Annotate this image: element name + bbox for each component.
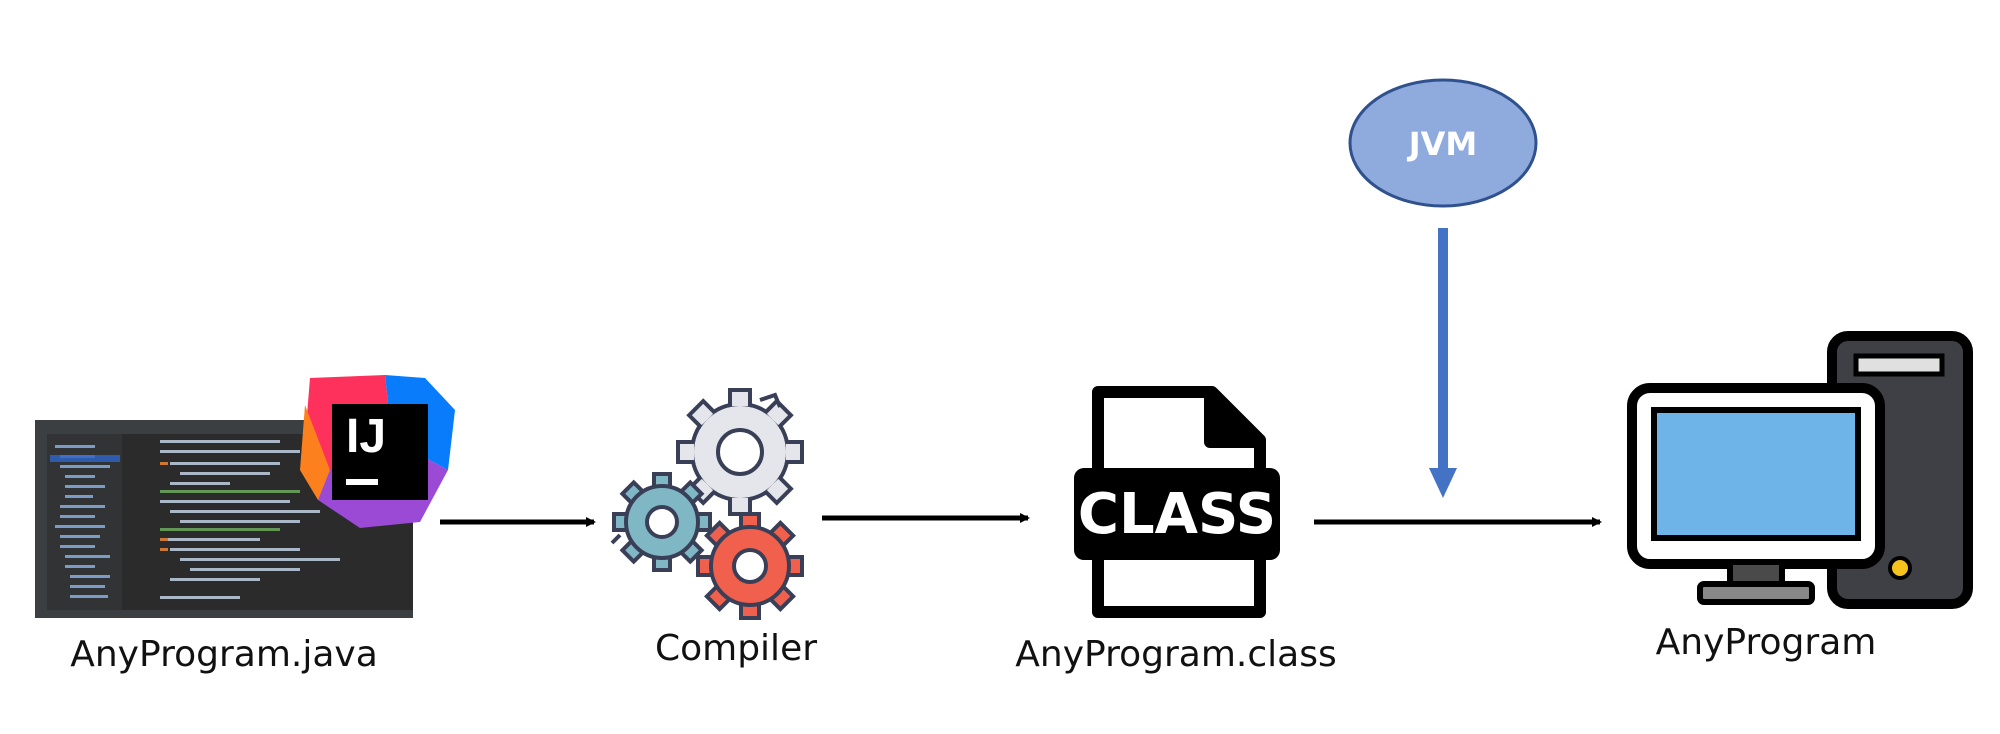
jvm-node: JVM bbox=[1348, 78, 1538, 208]
gears-icon bbox=[610, 388, 804, 620]
compiler-label: Compiler bbox=[654, 628, 818, 669]
class-badge-text: CLASS bbox=[1078, 482, 1276, 547]
intellij-logo: IJ bbox=[300, 375, 455, 528]
source-file-label: AnyProgram.java bbox=[70, 634, 378, 675]
intellij-logo-text: IJ bbox=[346, 410, 386, 463]
class-file-label: AnyProgram.class bbox=[1015, 634, 1337, 675]
desktop-computer-icon bbox=[1627, 331, 1973, 609]
program-label: AnyProgram bbox=[1655, 622, 1877, 663]
jvm-arrow bbox=[1429, 228, 1457, 498]
class-file-icon: CLASS bbox=[1074, 386, 1280, 618]
jvm-label: JVM bbox=[1407, 125, 1478, 163]
